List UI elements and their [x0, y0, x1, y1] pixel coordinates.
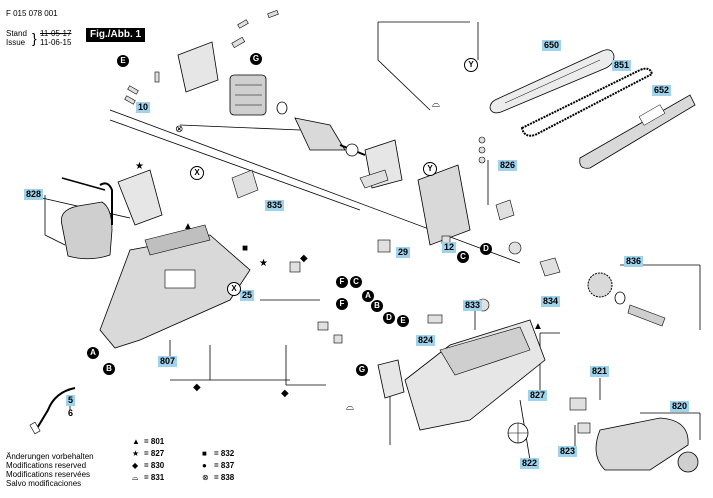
marker-cap-1: ⌓: [346, 402, 354, 413]
legend-val-832: = 832: [214, 449, 235, 458]
chain-guard: [579, 94, 696, 169]
figure-label: Fig./Abb. 1: [86, 28, 146, 42]
sprocket-cover: [595, 417, 689, 471]
issue-label: Issue: [6, 38, 26, 47]
gear-wheel: [587, 272, 613, 298]
marker-diamond-2: ◆: [193, 382, 201, 393]
legend-val-838: = 838: [214, 473, 235, 482]
legend-sym-star: ★: [132, 449, 140, 458]
part-label-835: 835: [265, 200, 285, 211]
part-label-25: 25: [240, 290, 255, 301]
part-label-12: 12: [442, 242, 457, 253]
armature: [294, 117, 346, 151]
oil-tank: [377, 359, 405, 399]
part-label-821: 821: [590, 366, 610, 377]
marker-f-2: F: [336, 298, 348, 310]
tension-knob: [677, 451, 699, 473]
part-label-851: 851: [612, 60, 632, 71]
legend-sym-circx: ⊗: [202, 473, 209, 482]
stand-bracket: }: [32, 30, 37, 46]
marker-a-2: A: [362, 290, 374, 302]
marker-c: C: [457, 251, 469, 263]
marker-a: A: [87, 347, 99, 359]
part-label-29: 29: [396, 247, 411, 258]
marker-d: D: [480, 243, 492, 255]
marker-triangle-right: ▲: [533, 321, 543, 332]
front-handle: [99, 182, 113, 225]
legend-val-837: = 837: [214, 461, 235, 470]
bearing-1: [276, 101, 288, 115]
marker-e: E: [117, 55, 129, 67]
part-label-836: 836: [624, 256, 644, 267]
power-cord: [35, 387, 76, 431]
part-label-833: 833: [463, 300, 483, 311]
marker-star-housing: ★: [135, 161, 144, 172]
part-label-827: 827: [528, 390, 548, 401]
legend-note-fr: Modifications reservées: [6, 470, 91, 479]
marker-diamond-3: ◆: [281, 388, 289, 399]
marker-c-2: C: [350, 276, 362, 288]
legend-sym-cap: ⌓: [132, 473, 139, 482]
marker-b-2: B: [371, 300, 383, 312]
part-label-10: 10: [136, 102, 151, 113]
issue-date: 11-06-15: [40, 38, 72, 47]
part-label-807: 807: [158, 356, 178, 367]
legend-val-831: = 831: [144, 473, 165, 482]
part-label-652: 652: [652, 85, 672, 96]
gear-housing: [417, 164, 471, 246]
marker-y: Y: [464, 58, 478, 72]
legend-sym-triangle: ▲: [132, 437, 140, 446]
part-label-6: 6: [68, 408, 74, 418]
legend-note-de: Änderungen vorbehalten: [6, 452, 94, 461]
saw-chain: [520, 67, 654, 137]
part-label-650: 650: [542, 40, 562, 51]
marker-y-2: Y: [423, 162, 437, 176]
legend-sym-dot: ●: [202, 461, 207, 470]
part-label-823: 823: [558, 446, 578, 457]
doc-number: F 015 078 001: [6, 9, 58, 18]
part-label-5: 5: [66, 395, 76, 406]
marker-x: X: [190, 166, 204, 180]
part-label-828: 828: [24, 189, 44, 200]
stand-date: 11-05-17: [40, 29, 72, 38]
marker-e-2: E: [397, 315, 409, 327]
legend: Änderungen vorbehalten Modifications res…: [6, 437, 266, 497]
legend-note-en: Modifications reserved: [6, 461, 87, 470]
part-label-822: 822: [520, 458, 540, 469]
marker-d-2: D: [383, 312, 395, 324]
marker-g: G: [250, 53, 262, 65]
small-parts: [124, 10, 591, 434]
rear-cover: [60, 201, 113, 260]
stand-label: Stand: [6, 29, 27, 38]
marker-f: F: [336, 276, 348, 288]
legend-val-830: = 830: [144, 461, 165, 470]
marker-g-2: G: [356, 364, 368, 376]
marker-diamond-1: ◆: [300, 253, 308, 264]
legend-sym-square: ■: [202, 449, 207, 458]
leader-lines: [41, 21, 701, 461]
legend-val-827: = 827: [144, 449, 165, 458]
marker-x-2: X: [227, 282, 241, 296]
marker-circ-x: ⊗: [175, 124, 184, 135]
part-label-820: 820: [670, 401, 690, 412]
marker-star-2: ★: [259, 258, 268, 269]
marker-b: B: [103, 363, 115, 375]
part-label-834: 834: [541, 296, 561, 307]
part-label-824: 824: [416, 335, 436, 346]
part-label-826: 826: [498, 160, 518, 171]
bearing-2: [345, 143, 359, 157]
guide-bar: [489, 49, 615, 114]
marker-cap-2: ⌓: [432, 99, 440, 110]
motor-end-cap: [177, 41, 219, 93]
legend-note-es: Salvo modificaciones: [6, 479, 82, 488]
hand-guard: [117, 169, 163, 226]
marker-triangle-housing: ▲: [183, 221, 193, 232]
legend-val-801: = 801: [144, 437, 165, 446]
marker-square-1: ■: [242, 243, 249, 254]
legend-sym-diamond: ◆: [132, 461, 139, 470]
